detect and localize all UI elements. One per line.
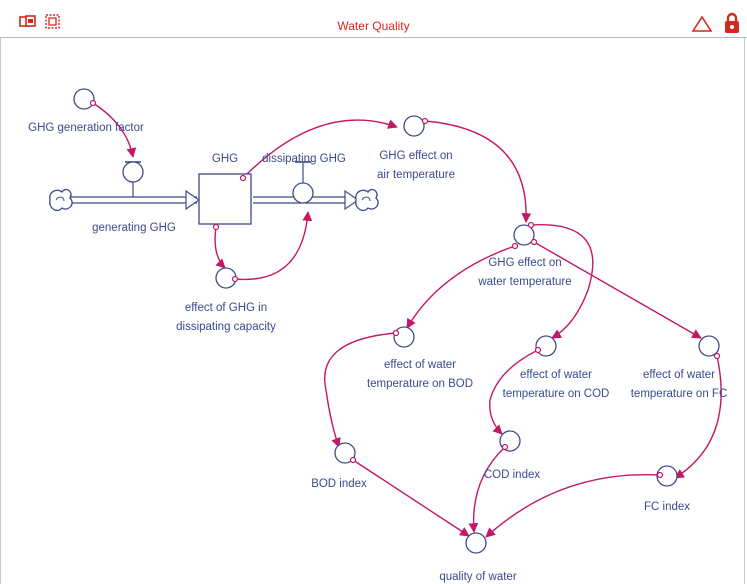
aux-quality-of-water[interactable] xyxy=(465,532,487,554)
aux-effect-fc[interactable] xyxy=(698,335,720,357)
flow-outflow[interactable] xyxy=(253,161,360,211)
outflow-valve[interactable] xyxy=(292,182,314,204)
connector-fc-to-quality[interactable] xyxy=(485,473,661,538)
title-bar: Water Quality xyxy=(0,0,747,38)
label-eff-fc-line1: effect of water xyxy=(643,369,715,381)
connector-water-to-bod[interactable] xyxy=(406,245,516,329)
connector-air-to-water[interactable] xyxy=(424,120,532,223)
sink-cloud-icon xyxy=(355,188,379,212)
aux-bod-index[interactable] xyxy=(334,442,356,464)
label-bod-index: BOD index xyxy=(311,478,367,490)
label-eff-cod-line1: effect of water xyxy=(520,369,592,381)
connector-water-to-cod[interactable] xyxy=(530,223,594,339)
label-ghg-air-line2: air temperature xyxy=(377,169,455,181)
label-dissipating-ghg: dissipating GHG xyxy=(262,153,346,165)
connectors xyxy=(92,102,722,538)
connector-dots xyxy=(89,99,721,479)
auxiliaries xyxy=(73,88,720,554)
aux-effect-cod[interactable] xyxy=(535,335,557,357)
connector-ghg-to-air[interactable] xyxy=(242,119,398,179)
connector-cod-to-quality[interactable] xyxy=(468,446,506,533)
connector-ghg-to-effect[interactable] xyxy=(214,226,226,269)
model-view-icon[interactable] xyxy=(19,15,37,34)
triangle-warning-icon[interactable] xyxy=(691,15,713,37)
map-view-icon[interactable] xyxy=(44,14,62,35)
connector-water-to-fc[interactable] xyxy=(533,241,702,339)
diagram-canvas: GHG generation factor GHG dissipating GH… xyxy=(28,88,727,583)
label-cod-index: COD index xyxy=(484,469,540,481)
flow-inflow[interactable] xyxy=(66,161,201,211)
stock-ghg[interactable] xyxy=(198,173,252,225)
label-effect-ghg-line2: dissipating capacity xyxy=(176,321,276,333)
label-effect-ghg-line1: effect of GHG in xyxy=(185,302,267,314)
labels: GHG generation factor GHG dissipating GH… xyxy=(28,122,727,583)
window-title: Water Quality xyxy=(337,19,410,33)
connector-factor-to-generating[interactable] xyxy=(92,102,137,158)
inflow-valve[interactable] xyxy=(122,161,144,183)
aux-ghg-generation-factor[interactable] xyxy=(73,88,95,110)
label-ghg-generation-factor: GHG generation factor xyxy=(28,122,144,134)
aux-ghg-effect-water[interactable] xyxy=(513,224,535,246)
label-ghg-water-line2: water temperature xyxy=(477,276,571,288)
label-fc-index: FC index xyxy=(644,501,690,513)
lock-icon[interactable] xyxy=(724,12,740,39)
label-stock-ghg: GHG xyxy=(212,153,238,165)
label-eff-cod-line2: temperature on COD xyxy=(503,388,610,400)
aux-effect-bod[interactable] xyxy=(393,326,415,348)
source-cloud-icon xyxy=(49,188,73,212)
connector-effcod-to-codindex[interactable] xyxy=(489,349,539,435)
label-generating-ghg: generating GHG xyxy=(92,222,176,234)
aux-fc-index[interactable] xyxy=(656,465,678,487)
connector-efffc-to-fcindex[interactable] xyxy=(674,355,722,479)
connector-effbod-to-bodindex[interactable] xyxy=(324,332,397,448)
label-eff-bod-line1: effect of water xyxy=(384,359,456,371)
label-ghg-air-line1: GHG effect on xyxy=(379,150,452,162)
connector-bod-to-quality[interactable] xyxy=(352,459,470,537)
label-quality-of-water: quality of water xyxy=(439,571,517,583)
label-ghg-water-line1: GHG effect on xyxy=(488,257,561,269)
connector-effect-to-dissipating[interactable] xyxy=(234,211,313,281)
label-eff-bod-line2: temperature on BOD xyxy=(367,378,473,390)
label-eff-fc-line2: temperature on FC xyxy=(631,388,728,400)
aux-ghg-effect-air[interactable] xyxy=(403,115,425,137)
